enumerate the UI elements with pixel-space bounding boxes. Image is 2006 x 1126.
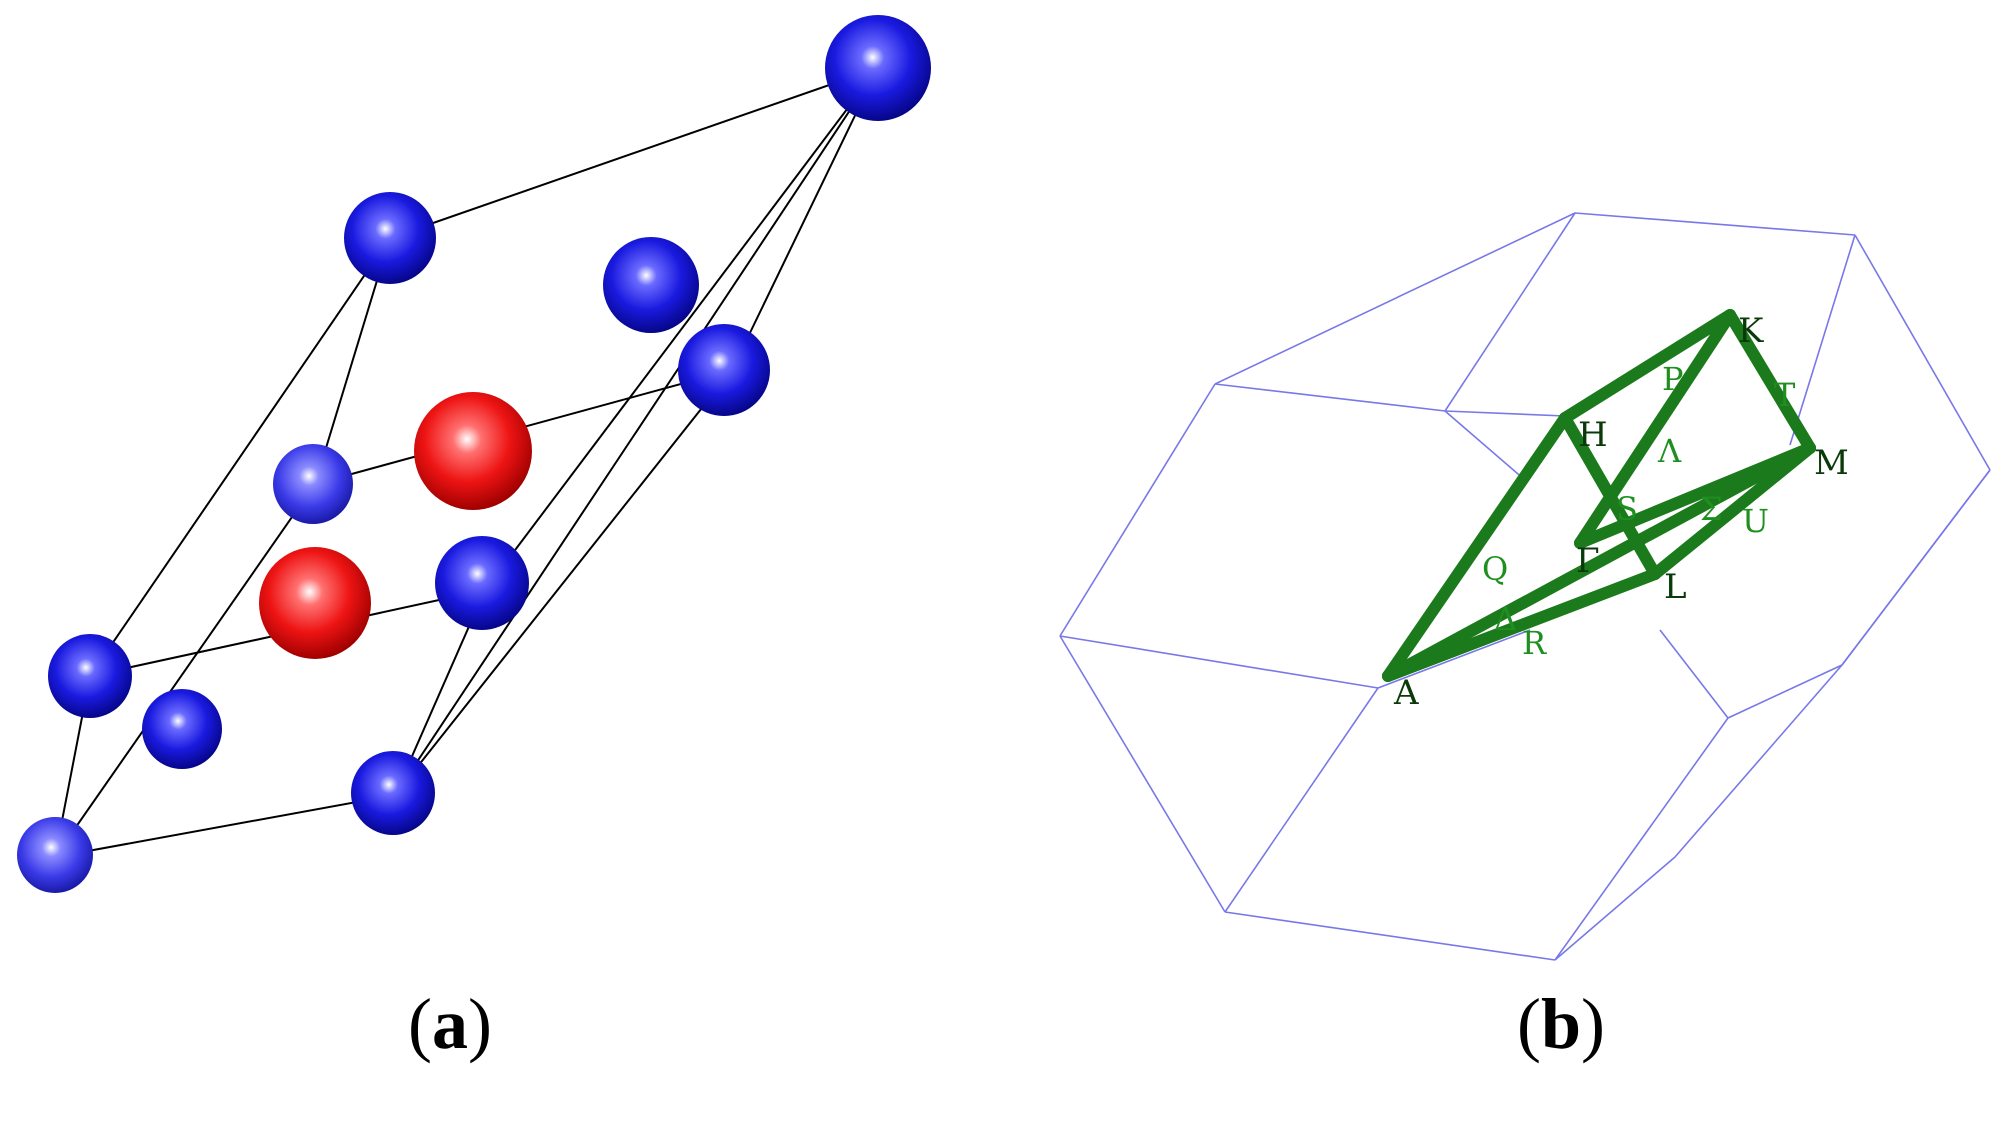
blue-atom (142, 689, 222, 769)
zone-edge (1674, 664, 1843, 858)
zone-edge (1059, 635, 1379, 689)
blue-atom (678, 324, 770, 416)
path-segment (1724, 309, 1816, 454)
blue-atom (48, 634, 132, 718)
zone-edge (1727, 664, 1843, 719)
zone-edge (1444, 212, 1576, 412)
atoms (17, 15, 931, 893)
blue-atom (273, 444, 353, 524)
caption-letter-b: b (1540, 984, 1582, 1064)
zone-edge (1789, 234, 1856, 446)
bond-line (484, 67, 879, 591)
caption-letter-a: a (431, 984, 468, 1064)
blue-atom (351, 751, 435, 835)
label-Gamma: Γ (1576, 541, 1600, 581)
zone-edge (1444, 410, 1526, 481)
blue-atom (435, 536, 529, 630)
blue-atom (603, 237, 699, 333)
zone-edge (1059, 635, 1226, 913)
path-segment (1649, 442, 1816, 580)
panel-b-caption: (b) (1517, 988, 1605, 1060)
path-segment (1574, 309, 1736, 549)
zone-edge (1214, 383, 1446, 412)
label-T: T (1774, 376, 1796, 414)
blue-atom (17, 817, 93, 893)
point-labels: K H M Γ L A (1393, 311, 1849, 713)
zone-edge (1854, 234, 1991, 471)
line-labels: P T Λ S Σ U Q Δ R (1482, 360, 1796, 662)
label-Q: Q (1482, 550, 1508, 588)
panel-b-brillouin-zone: K H M Γ L A P T Λ S Σ U Q Δ R (1059, 212, 1991, 961)
bond-line (389, 67, 879, 239)
label-M: M (1814, 443, 1849, 483)
zone-edge (1554, 717, 1729, 961)
path-segment (1559, 309, 1736, 424)
bond-line (54, 483, 316, 858)
caption-paren-open: ( (408, 984, 432, 1064)
label-S: S (1616, 490, 1638, 528)
caption-paren-open: ( (1517, 984, 1541, 1064)
label-R: R (1522, 624, 1547, 662)
label-P: P (1662, 360, 1684, 398)
blue-atom (825, 15, 931, 121)
path-segment (1574, 442, 1816, 549)
caption-paren-close: ) (467, 984, 492, 1064)
bond-line (89, 237, 391, 677)
bond-line (731, 67, 879, 371)
red-atom (414, 392, 532, 510)
label-Sigma: Σ (1700, 490, 1723, 528)
zone-edge (1841, 469, 1991, 666)
zone-edge (1224, 687, 1379, 913)
bond-line (54, 794, 396, 858)
panel-a-caption: (a) (408, 988, 492, 1060)
caption-paren-close: ) (1581, 984, 1606, 1064)
high-symmetry-path (1382, 309, 1816, 682)
path-segment (1382, 412, 1571, 682)
bond-line (394, 67, 879, 796)
zone-edge (1059, 383, 1216, 637)
zone-edge (1554, 856, 1676, 961)
label-Delta: Δ (1494, 600, 1517, 638)
zone-edge (1377, 629, 1531, 689)
label-L: L (1664, 567, 1687, 607)
red-atom (259, 547, 371, 659)
bond-line (394, 369, 733, 796)
zone-edges (1059, 212, 1991, 961)
label-A: A (1393, 673, 1419, 713)
panel-a-unit-cell (17, 15, 931, 893)
label-Lambda: Λ (1657, 432, 1682, 470)
zone-edge (1224, 911, 1556, 961)
blue-atom (344, 192, 436, 284)
label-U: U (1742, 502, 1769, 540)
zone-edge (1659, 629, 1729, 719)
label-K: K (1738, 311, 1764, 351)
path-segment (1382, 568, 1661, 682)
zone-edge (1444, 410, 1566, 417)
label-H: H (1578, 415, 1608, 455)
path-segment (1382, 442, 1816, 682)
